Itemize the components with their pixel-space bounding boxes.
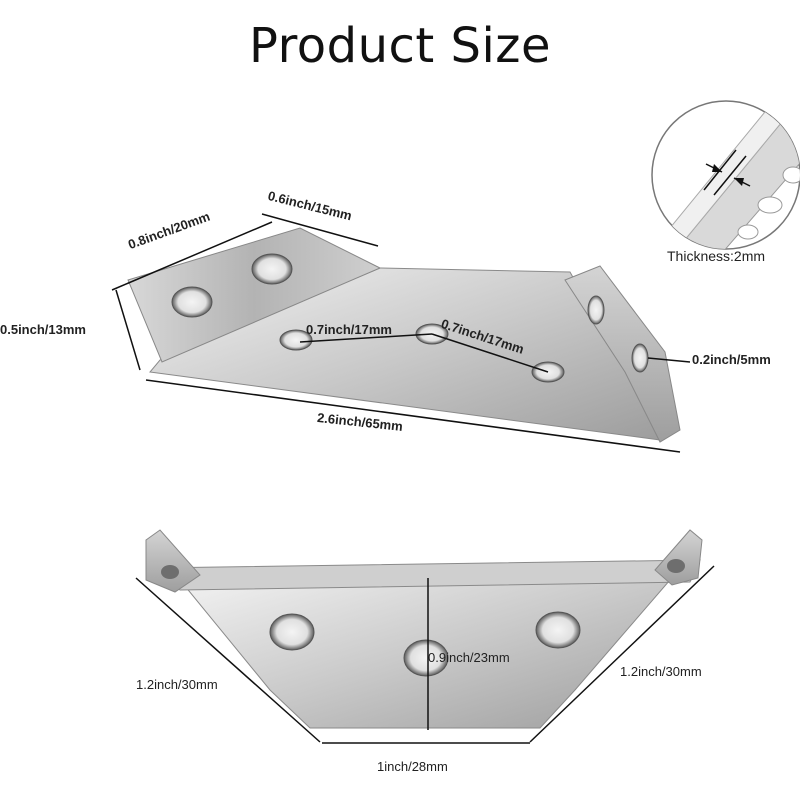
thickness-label: Thickness:2mm — [667, 248, 766, 264]
dim-label-side-left: 1.2inch/30mm — [136, 677, 218, 692]
dim-line-height-left — [115, 289, 141, 371]
thickness-magnifier — [651, 100, 800, 250]
dim-line-length — [145, 379, 681, 453]
hole — [403, 639, 449, 677]
top-bracket — [127, 227, 681, 443]
hole — [535, 611, 581, 649]
dim-label-base: 1inch/28mm — [377, 759, 448, 774]
hole — [161, 565, 179, 579]
hole — [631, 343, 649, 373]
bottom-bracket — [145, 529, 703, 729]
bottom-dimension-lines — [135, 565, 715, 744]
top-bracket-left-flange — [127, 227, 382, 363]
hole — [587, 295, 605, 325]
page-title: Product Size — [248, 18, 552, 74]
dim-line-width-left — [111, 221, 273, 291]
dim-label-flange-right: 0.2inch/5mm — [692, 352, 771, 367]
hole — [269, 613, 315, 651]
dim-line-side-left — [135, 577, 321, 743]
dim-line-width-top — [261, 213, 379, 247]
dim-label-height-left: 0.5inch/13mm — [0, 322, 86, 337]
top-dimension-lines — [111, 213, 691, 453]
dim-line-spacing-1 — [299, 333, 433, 343]
dim-label-height: 0.9inch/23mm — [428, 650, 510, 665]
bottom-bracket-left-flange — [145, 529, 201, 593]
hole — [279, 329, 313, 351]
dim-line-side-right — [529, 565, 715, 743]
dim-label-hole-spacing-1: 0.7inch/17mm — [306, 322, 392, 337]
hole — [667, 559, 685, 573]
dim-label-side-right: 1.2inch/30mm — [620, 664, 702, 679]
hole — [171, 286, 213, 318]
bottom-bracket-right-flange — [654, 529, 703, 586]
dim-line-flange — [647, 357, 691, 363]
dim-line-spacing-2 — [431, 333, 549, 373]
hole — [251, 253, 293, 285]
